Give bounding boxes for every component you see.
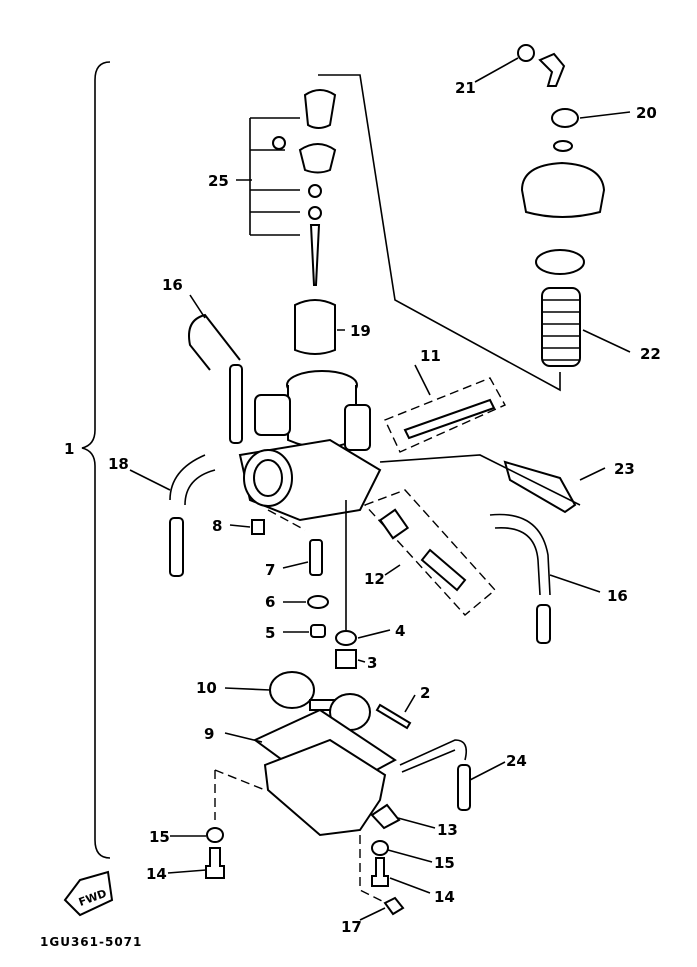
callout-21: 21 xyxy=(455,79,476,97)
callout-15: 15 xyxy=(434,854,455,872)
leader-lines xyxy=(129,57,631,921)
part-12-spring xyxy=(378,508,410,540)
part-4-gasket xyxy=(335,630,357,646)
part-5-jet xyxy=(310,624,326,638)
callout-6: 6 xyxy=(265,593,275,611)
part-12-group-box xyxy=(363,489,497,616)
part-11-screw xyxy=(403,398,496,440)
callout-19: 19 xyxy=(350,322,371,340)
callout-2: 2 xyxy=(420,684,430,702)
part-washer xyxy=(553,140,573,152)
callout-13: 13 xyxy=(437,821,458,839)
part-tube xyxy=(169,517,184,577)
part-8-screw xyxy=(251,519,265,535)
leader-bowl xyxy=(214,769,391,906)
carburetor-body xyxy=(238,370,382,522)
part-21-nut-elbow xyxy=(517,44,566,87)
part-2-pin xyxy=(375,703,412,730)
part-needle-clip xyxy=(298,143,337,174)
callout-18: 18 xyxy=(108,455,129,473)
callout-10: 10 xyxy=(196,679,217,697)
callout-16: 16 xyxy=(607,587,628,605)
drawing-code: 1GU361-5071 xyxy=(40,935,142,949)
part-7-main-jet xyxy=(309,539,323,576)
callout-12: 12 xyxy=(364,570,385,588)
leader-23 xyxy=(379,454,581,506)
part-18-hose xyxy=(169,454,216,506)
part-needle-holder xyxy=(303,89,337,129)
callout-20: 20 xyxy=(636,104,657,122)
callout-15: 15 xyxy=(149,828,170,846)
part-tube xyxy=(229,364,243,444)
part-jet-needle xyxy=(309,224,321,286)
part-19-throttle-valve xyxy=(294,299,336,355)
part-23-valve xyxy=(503,460,577,514)
part-o-ring xyxy=(535,249,585,275)
part-screw xyxy=(272,136,286,150)
part-top-cap xyxy=(520,161,606,218)
callout-23: 23 xyxy=(614,460,635,478)
part-tube xyxy=(536,604,551,644)
part-clip xyxy=(308,184,322,198)
callout-1: 1 xyxy=(64,440,74,458)
assembly-brace xyxy=(81,61,111,859)
part-25-bracket xyxy=(249,117,300,236)
leader-8 xyxy=(267,509,306,531)
part-6-washer xyxy=(307,595,329,609)
part-3-plug xyxy=(335,649,357,669)
callout-25: 25 xyxy=(208,172,229,190)
part-16-hose xyxy=(188,313,241,371)
part-20-cap-nut xyxy=(551,108,579,128)
leader-frame xyxy=(318,74,561,392)
part-13-bracket xyxy=(370,803,401,830)
part-15-collar xyxy=(206,827,224,843)
part-14-bolt xyxy=(205,847,225,879)
part-12-screw xyxy=(420,548,467,592)
callout-24: 24 xyxy=(506,752,527,770)
callout-5: 5 xyxy=(265,624,275,642)
callout-8: 8 xyxy=(212,517,222,535)
part-24-hose xyxy=(399,739,468,773)
callout-22: 22 xyxy=(640,345,661,363)
callout-7: 7 xyxy=(265,561,275,579)
fwd-arrow-icon xyxy=(63,870,114,917)
callout-4: 4 xyxy=(395,622,405,640)
callout-17: 17 xyxy=(341,918,362,936)
callout-3: 3 xyxy=(367,654,377,672)
callout-11: 11 xyxy=(420,347,441,365)
part-float-bowl xyxy=(263,738,387,837)
part-17-screw xyxy=(383,896,405,916)
part-tube xyxy=(457,764,471,811)
part-15-collar xyxy=(371,840,389,856)
part-22-spring xyxy=(541,287,581,367)
callout-14: 14 xyxy=(146,865,167,883)
part-16-hose-right xyxy=(489,513,551,596)
part-11-group-box xyxy=(384,377,506,453)
part-needle-washer xyxy=(308,206,322,220)
callout-9: 9 xyxy=(204,725,214,743)
callout-16: 16 xyxy=(162,276,183,294)
part-10-float xyxy=(269,671,371,731)
part-14-bolt xyxy=(371,857,389,887)
callout-14: 14 xyxy=(434,888,455,906)
